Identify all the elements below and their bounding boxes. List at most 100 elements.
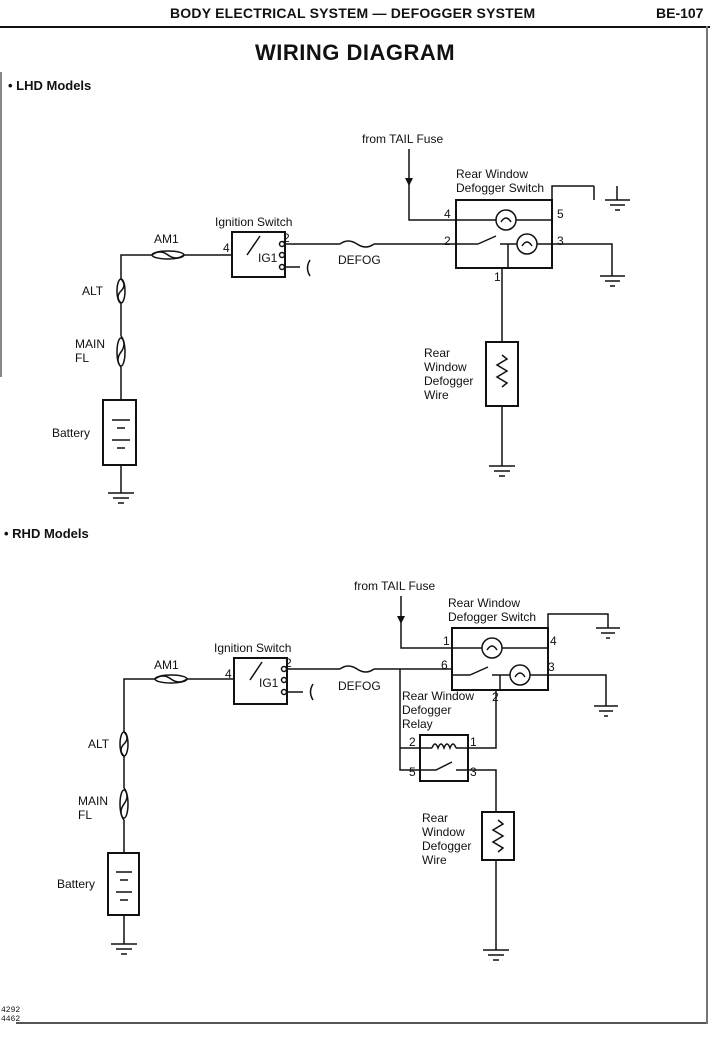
lhd-battery-label: Battery xyxy=(52,426,90,440)
rhd-fl-label: FL xyxy=(78,808,92,822)
rhd-wire-label-4: Wire xyxy=(422,853,447,867)
rhd-relay-label-1: Rear Window xyxy=(402,689,474,703)
footer-code-1: 4292 xyxy=(1,1006,21,1015)
lhd-ignition-contact xyxy=(246,235,261,256)
lhd-switch-label-1: Rear Window xyxy=(456,167,528,181)
rhd-sw-pin-3: 3 xyxy=(548,660,555,674)
rhd-switch-label-2: Defogger Switch xyxy=(448,610,536,624)
lhd-tail-arrow-icon xyxy=(405,178,413,186)
lhd-battery xyxy=(102,399,137,466)
lhd-am1-label: AM1 xyxy=(154,232,179,246)
rhd-battery-ground-icon xyxy=(111,943,137,955)
rhd-ig1-label: IG1 xyxy=(259,676,279,690)
rhd-am1-fuse-outline xyxy=(154,674,188,684)
rhd-ign-terminal xyxy=(280,676,288,684)
lhd-wire-tail xyxy=(408,149,456,221)
rhd-switch-label-1: Rear Window xyxy=(448,596,520,610)
lhd-lamp-filament xyxy=(521,241,533,247)
rhd-alt-label: ALT xyxy=(88,737,110,751)
lhd-defog-fuse xyxy=(339,240,375,248)
rhd-relay-pin-2: 2 xyxy=(409,735,416,749)
lhd-switch-label-2: Defogger Switch xyxy=(456,181,544,195)
rhd-sw-pin-4: 4 xyxy=(550,634,557,648)
rhd-relay-coil-icon xyxy=(431,743,457,751)
rhd-battery-label: Battery xyxy=(57,877,95,891)
rhd-switch-ground-icon xyxy=(590,613,620,639)
rhd-switch-ground-wires xyxy=(547,613,607,706)
lhd-battery-ground-icon xyxy=(108,492,134,504)
lhd-heater-resistor-icon xyxy=(495,354,509,388)
rhd-wire-alt-am1 xyxy=(123,678,155,725)
footer-code-2: 4462 xyxy=(1,1015,21,1024)
rhd-main-label: MAIN xyxy=(78,794,108,808)
rhd-defogger-wire xyxy=(481,811,515,861)
lhd-am1-fuse-outline xyxy=(151,250,185,260)
rhd-wire-label-2: Window xyxy=(422,825,465,839)
lhd-ig1-label: IG1 xyxy=(258,251,278,265)
lhd-switch-contact xyxy=(456,235,552,245)
lhd-switch-ground-icon-2 xyxy=(600,275,625,287)
rhd-indicator-lamp-icon xyxy=(481,637,503,659)
page-number: BE-107 xyxy=(656,5,704,21)
rhd-section-label: • RHD Models xyxy=(4,526,89,541)
lhd-defog-label: DEFOG xyxy=(338,253,381,267)
rhd-diagram: AM1 ALT MAIN FL Battery Ignition Switch … xyxy=(57,579,620,961)
left-margin-rule xyxy=(0,72,2,377)
lhd-heater-ground-icon xyxy=(489,465,515,477)
lhd-fl-label: FL xyxy=(75,351,89,365)
lhd-lamp-filament xyxy=(500,217,512,223)
rhd-ignition-contact xyxy=(249,661,263,681)
rhd-ign-terminal xyxy=(280,688,288,696)
rhd-wire-label-3: Defogger xyxy=(422,839,471,853)
lhd-wire-label-3: Defogger xyxy=(424,374,473,388)
bottom-rule xyxy=(16,1022,706,1024)
lhd-ignition-switch-label: Ignition Switch xyxy=(215,215,292,229)
lhd-sw-pin-3: 3 xyxy=(557,234,564,248)
lhd-main-fl-fuse-outline xyxy=(116,337,126,367)
rhd-relay-pin-5: 5 xyxy=(409,765,416,779)
header-bar xyxy=(0,2,710,28)
rhd-ig1-break xyxy=(309,683,314,701)
lhd-ign-pin-4: 4 xyxy=(223,241,230,255)
lhd-ig1-break xyxy=(306,259,311,277)
rhd-am1-label: AM1 xyxy=(154,658,179,672)
rhd-relay-label-3: Relay xyxy=(402,717,433,731)
rhd-switch-ground-icon-2 xyxy=(594,705,618,717)
rhd-tail-arrow-icon xyxy=(397,616,405,624)
rhd-from-tail-fuse-label: from TAIL Fuse xyxy=(354,579,435,593)
rhd-relay-pin-3: 3 xyxy=(470,765,477,779)
lhd-defogger-switch xyxy=(455,199,553,269)
lhd-wire-label-4: Wire xyxy=(424,388,449,402)
rhd-ign-pin-4: 4 xyxy=(225,667,232,681)
rhd-main-fl-fuse-outline xyxy=(119,789,129,819)
rhd-wire-relay-switch xyxy=(468,690,497,749)
rhd-ignition-switch-label: Ignition Switch xyxy=(214,641,291,655)
right-margin-rule xyxy=(706,26,708,1024)
lhd-wire-label-1: Rear xyxy=(424,346,450,360)
rhd-battery xyxy=(107,852,140,916)
rhd-relay-contact xyxy=(420,761,468,771)
rhd-heater-ground-icon xyxy=(483,949,509,961)
rhd-wire-tail xyxy=(400,596,452,649)
rhd-heater-resistor-icon xyxy=(491,819,505,853)
rhd-lamp-filament xyxy=(486,645,498,651)
rhd-defogger-relay xyxy=(419,734,469,782)
rhd-ign-pin-2: 2 xyxy=(285,656,292,670)
lhd-from-tail-fuse-label: from TAIL Fuse xyxy=(362,132,443,146)
rhd-relay-pin-1: 1 xyxy=(470,735,477,749)
lhd-alt-fuse-outline xyxy=(116,278,126,304)
lhd-section-label: • LHD Models xyxy=(8,78,92,93)
lhd-indicator-lamp-icon xyxy=(495,209,517,231)
lhd-main-label: MAIN xyxy=(75,337,105,351)
header-section-title: BODY ELECTRICAL SYSTEM — DEFOGGER SYSTEM xyxy=(170,5,536,21)
rhd-wire-relay-heater xyxy=(468,769,497,812)
rhd-alt-fuse-outline xyxy=(119,731,129,757)
lhd-switch-ground-wires xyxy=(551,185,613,276)
page-title: WIRING DIAGRAM xyxy=(254,40,456,65)
lhd-ign-terminal xyxy=(278,251,286,259)
lhd-sw-pin-2: 2 xyxy=(444,234,451,248)
rhd-relay-label-2: Defogger xyxy=(402,703,451,717)
lhd-sw-pin-1: 1 xyxy=(494,270,501,284)
lhd-ign-pin-2: 2 xyxy=(283,231,290,245)
